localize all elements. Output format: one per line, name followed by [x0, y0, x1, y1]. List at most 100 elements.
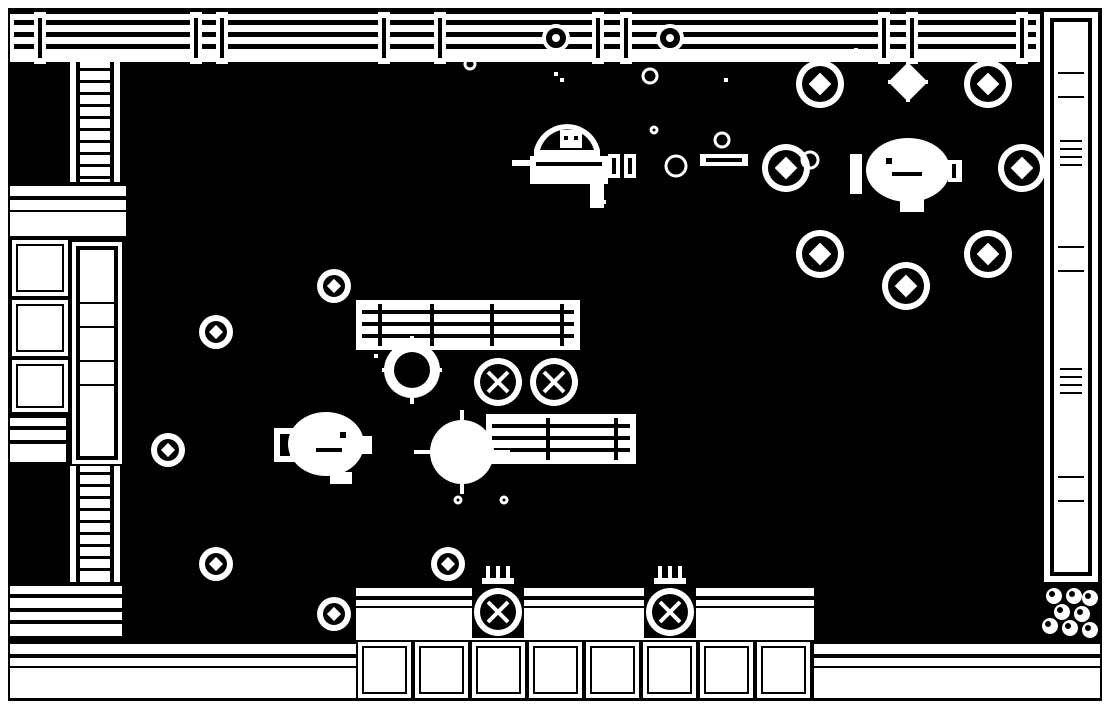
pipe-coupling-gap: [1020, 18, 1024, 58]
bubble-particle: [641, 67, 659, 85]
ladder-rung: [80, 164, 110, 167]
ring-coin-icon: [762, 144, 810, 192]
pufferfish-enemy-right: [850, 138, 962, 212]
bubble-particle: [649, 125, 659, 135]
rubble-rock-hole: [1085, 593, 1091, 599]
ladder-rung: [80, 532, 110, 535]
ladder-rung: [80, 176, 110, 179]
ring-coin-icon: [964, 230, 1012, 278]
spiky-mine-solid: [414, 410, 510, 494]
floor-tile-face: [535, 648, 576, 692]
spark-particle: [554, 72, 558, 76]
rubble-rock-hole: [1085, 625, 1091, 631]
ring-coin-icon: [317, 269, 351, 303]
spark-particle: [854, 48, 858, 52]
bubble-particle: [463, 57, 477, 71]
player-ship: [512, 124, 636, 208]
lower-platform: [486, 414, 636, 464]
left-wall: [10, 62, 126, 636]
ladder-rung: [80, 496, 110, 499]
ladder-rung: [80, 484, 110, 487]
bubble-particle: [713, 131, 731, 149]
ring-coin-icon: [964, 60, 1012, 108]
spark-particle: [596, 192, 600, 196]
ring-coin-icon: [998, 144, 1046, 192]
rubble-rock-hole: [1057, 607, 1063, 613]
ladder-rung: [80, 116, 110, 119]
ladder-rung: [80, 80, 110, 83]
spiky-mine-hollow: [382, 336, 442, 404]
pipe-coupling-gap: [624, 18, 628, 58]
ring-coin-icon: [796, 230, 844, 278]
x-vent-icon: [644, 586, 696, 638]
ring-coin-icon: [199, 547, 233, 581]
pipe-coupling-gap: [882, 18, 886, 58]
pipe-coupling-gap: [220, 18, 224, 58]
floor-tile-face: [592, 648, 633, 692]
floor-tile-face: [706, 648, 747, 692]
pufferfish-enemy-left: [274, 412, 372, 484]
ladder-rung: [80, 568, 110, 571]
ladder-rung: [80, 92, 110, 95]
spiked-turret-icon: [644, 566, 696, 638]
ladder-rung: [80, 544, 110, 547]
x-vent-icon: [528, 356, 580, 408]
coins: [151, 60, 1046, 631]
rubble-rock-hole: [1049, 591, 1055, 597]
sparkles: [374, 48, 928, 505]
spark-particle: [602, 200, 606, 204]
floor-tile-face: [763, 648, 804, 692]
pipe-gauge-center: [552, 34, 560, 42]
bubble-particle: [800, 150, 820, 170]
spark-particle: [560, 78, 564, 82]
upper-platform: [356, 300, 580, 350]
floor-tile-face: [364, 648, 405, 692]
pipe-coupling-gap: [596, 18, 600, 58]
player-bullet: [700, 154, 748, 166]
pipe-coupling-gap: [382, 18, 386, 58]
right-pillar: [1044, 12, 1098, 582]
ring-coin-icon: [882, 262, 930, 310]
rubble-rock-hole: [1069, 591, 1075, 597]
vent-blocks: [472, 356, 580, 408]
spark-particle: [724, 78, 728, 82]
ladder-rung: [80, 128, 110, 131]
bubble-particle: [453, 495, 463, 505]
floor-turrets: [472, 566, 696, 638]
ring-coin-icon: [151, 433, 185, 467]
bubble-particle: [499, 495, 509, 505]
pipe-coupling-gap: [38, 18, 42, 58]
spark-particle: [386, 364, 390, 368]
spark-particle: [374, 354, 378, 358]
playfield-background: [8, 8, 1102, 701]
ladder-rung: [80, 556, 110, 559]
ring-coin-icon: [199, 315, 233, 349]
bubble-particle: [664, 154, 688, 178]
ring-coin-icon: [431, 547, 465, 581]
left-ladder-rungs: [80, 68, 110, 571]
pipe-coupling-gap: [438, 18, 442, 58]
star-sparkle-icon: [888, 62, 928, 102]
top-pipe-couplings: [34, 12, 1028, 64]
ladder-rung: [80, 508, 110, 511]
ladder-rung: [80, 152, 110, 155]
pipe-gauge-center: [666, 34, 674, 42]
x-vent-icon: [472, 586, 524, 638]
floor: [10, 588, 1100, 698]
pipe-coupling-gap: [194, 18, 198, 58]
floor-tile-face: [649, 648, 690, 692]
floor-tile-face: [478, 648, 519, 692]
rubble-rock-hole: [1077, 609, 1083, 615]
pipe-coupling-gap: [910, 18, 914, 58]
ladder-rung: [80, 140, 110, 143]
ring-coin-icon: [317, 597, 351, 631]
floor-tiles: [358, 642, 810, 698]
ladder-rung: [80, 68, 110, 71]
top-pipe: [10, 14, 1040, 62]
ring-coin-icon: [796, 60, 844, 108]
rubble-pile: [1042, 588, 1098, 638]
rubble-rock-hole: [1045, 621, 1051, 627]
x-vent-icon: [472, 356, 524, 408]
rubble-rock-hole: [1065, 623, 1071, 629]
